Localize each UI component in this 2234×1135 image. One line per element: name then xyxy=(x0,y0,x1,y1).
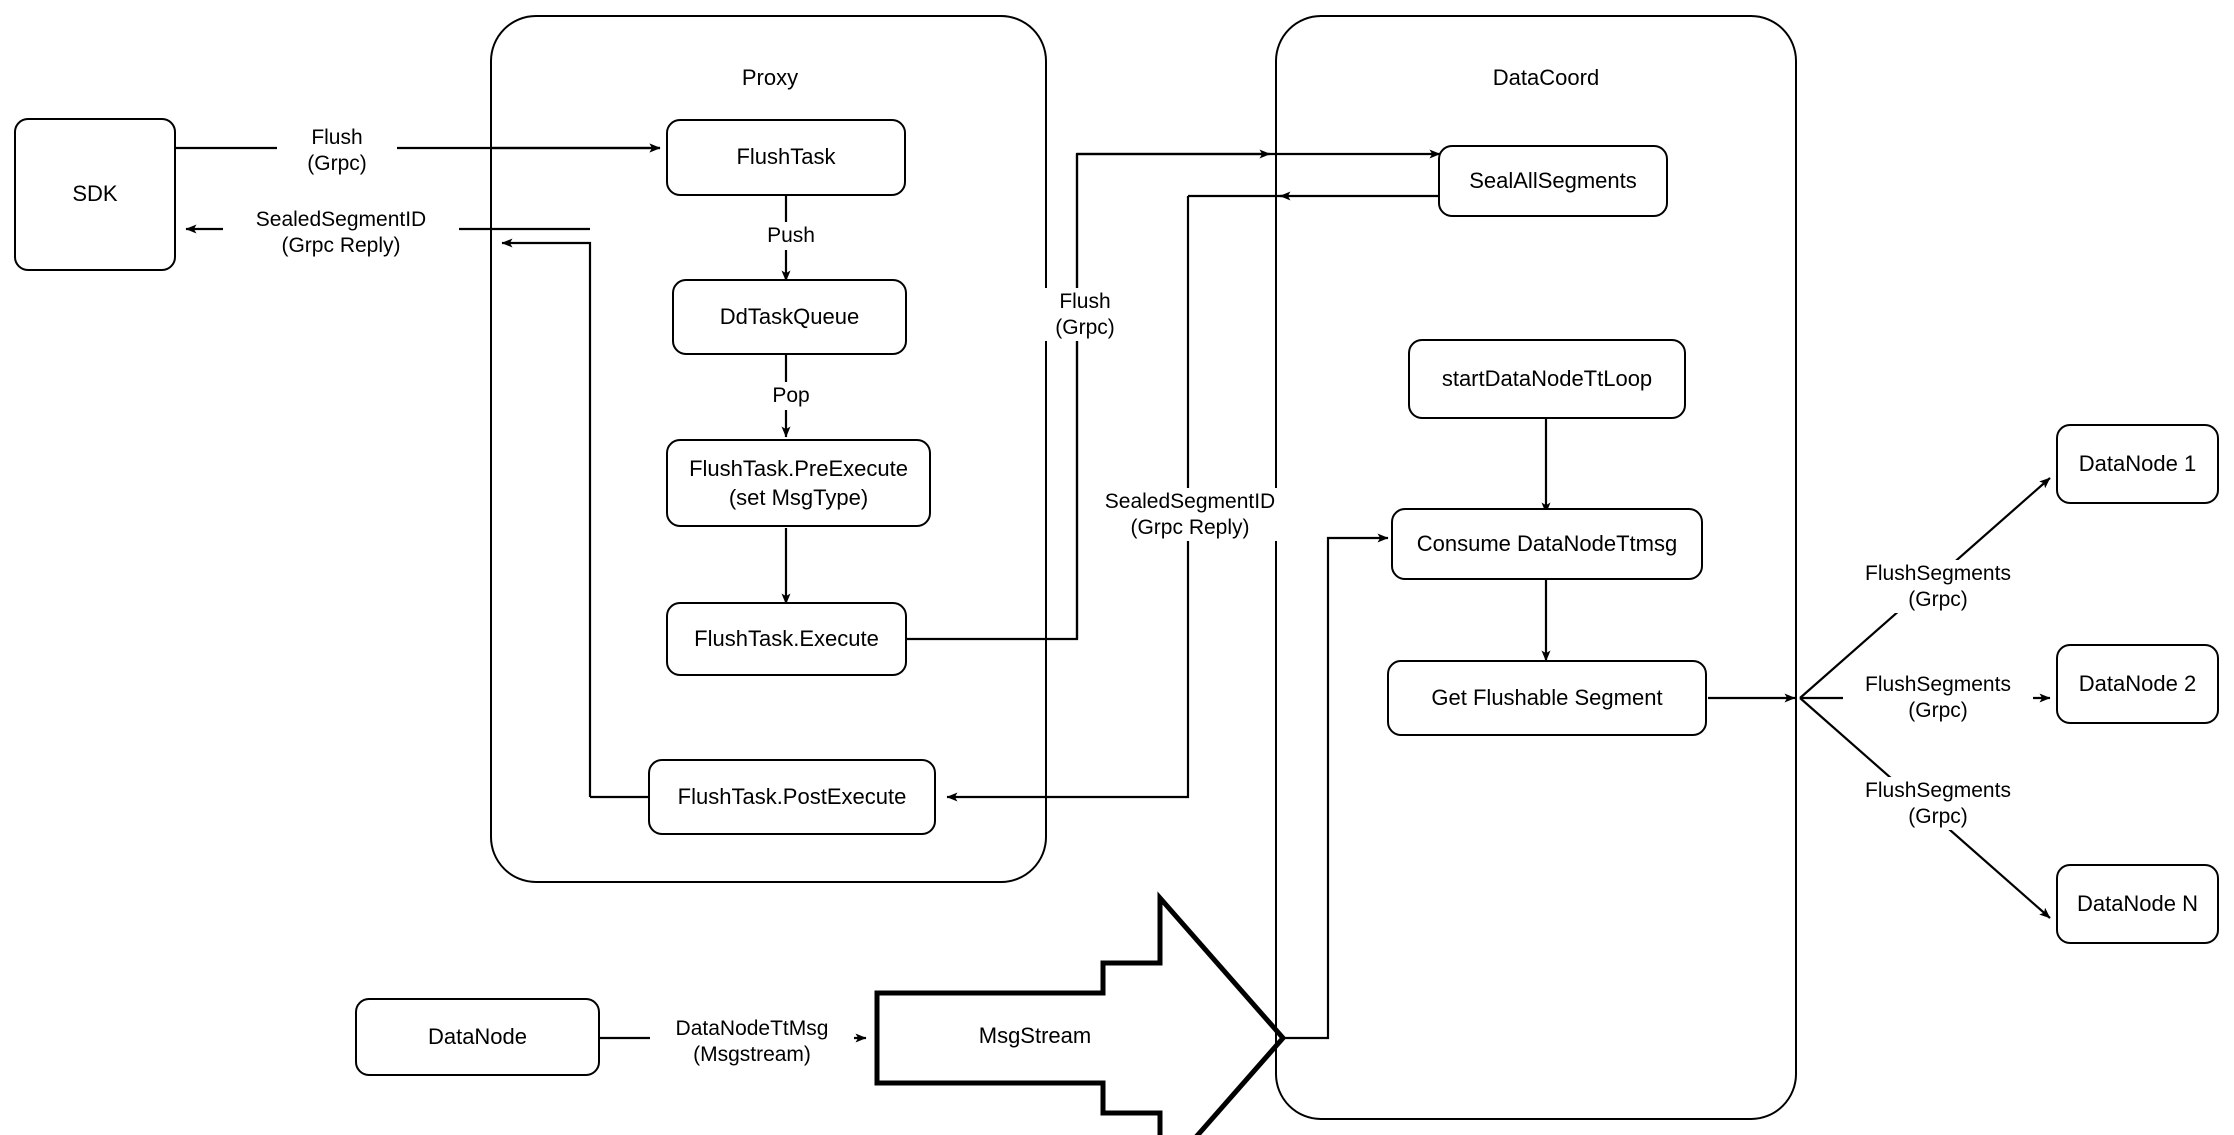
label-push: Push xyxy=(752,222,830,250)
group-proxy-title: Proxy xyxy=(741,65,799,90)
node-flush-task[interactable]: FlushTask xyxy=(666,119,906,196)
node-flushtask-postexecute[interactable]: FlushTask.PostExecute xyxy=(648,759,936,835)
label-mid-reply: SealedSegmentID (Grpc Reply) xyxy=(1088,488,1292,542)
msgstream-block-arrow xyxy=(874,891,1287,1135)
node-flushtask-preexecute-line2: (set MsgType) xyxy=(728,484,869,510)
label-sdk-flush-line2: (Grpc) xyxy=(307,151,367,175)
node-datanode-1[interactable]: DataNode 1 xyxy=(2056,424,2219,504)
label-datanode-ttmsg: DataNodeTtMsg (Msgstream) xyxy=(650,1015,854,1069)
group-datacoord-title: DataCoord xyxy=(1492,65,1600,90)
label-flush-segments-2-line2: (Grpc) xyxy=(1908,698,1968,722)
node-msgstream-label: MsgStream xyxy=(978,1023,1092,1048)
node-flushtask-preexecute-line1: FlushTask.PreExecute xyxy=(689,456,908,481)
node-get-flushable-segment[interactable]: Get Flushable Segment xyxy=(1387,660,1707,736)
node-seal-all-segments[interactable]: SealAllSegments xyxy=(1438,145,1668,217)
label-mid-flush: Flush (Grpc) xyxy=(1027,288,1143,342)
label-flush-segments-2: FlushSegments (Grpc) xyxy=(1843,671,2033,725)
label-mid-reply-line1: SealedSegmentID xyxy=(1104,490,1276,513)
label-flush-segments-n-line1: FlushSegments xyxy=(1865,779,2011,802)
label-mid-flush-line2: (Grpc) xyxy=(1055,315,1115,339)
node-datanode-n[interactable]: DataNode N xyxy=(2056,864,2219,944)
node-dd-task-queue[interactable]: DdTaskQueue xyxy=(672,279,907,355)
label-mid-reply-line2: (Grpc Reply) xyxy=(1130,515,1250,539)
label-datanode-ttmsg-line1: DataNodeTtMsg xyxy=(675,1017,829,1040)
label-sdk-flush-line1: Flush xyxy=(311,126,363,149)
label-flush-segments-n: FlushSegments (Grpc) xyxy=(1843,777,2033,831)
node-sdk[interactable]: SDK xyxy=(14,118,176,271)
node-consume-datanode-ttmsg[interactable]: Consume DataNodeTtmsg xyxy=(1391,508,1703,580)
label-pop: Pop xyxy=(757,382,825,410)
label-flush-segments-1-line2: (Grpc) xyxy=(1908,587,1968,611)
label-flush-segments-2-line1: FlushSegments xyxy=(1865,673,2011,696)
node-datanode-bottom[interactable]: DataNode xyxy=(355,998,600,1076)
node-datanode-2[interactable]: DataNode 2 xyxy=(2056,644,2219,724)
label-sdk-reply-line2: (Grpc Reply) xyxy=(281,233,401,257)
label-sdk-flush: Flush (Grpc) xyxy=(277,124,397,178)
node-flushtask-execute[interactable]: FlushTask.Execute xyxy=(666,602,907,676)
group-datacoord xyxy=(1275,15,1797,1120)
label-flush-segments-1: FlushSegments (Grpc) xyxy=(1843,560,2033,614)
label-sdk-reply-line1: SealedSegmentID xyxy=(255,208,427,231)
label-datanode-ttmsg-line2: (Msgstream) xyxy=(693,1042,811,1066)
label-mid-flush-line1: Flush xyxy=(1059,290,1111,313)
node-start-datanode-tt-loop[interactable]: startDataNodeTtLoop xyxy=(1408,339,1686,419)
label-flush-segments-n-line2: (Grpc) xyxy=(1908,804,1968,828)
node-flushtask-preexecute[interactable]: FlushTask.PreExecute (set MsgType) xyxy=(666,439,931,527)
label-sdk-reply: SealedSegmentID (Grpc Reply) xyxy=(223,206,459,260)
label-flush-segments-1-line1: FlushSegments xyxy=(1865,562,2011,585)
